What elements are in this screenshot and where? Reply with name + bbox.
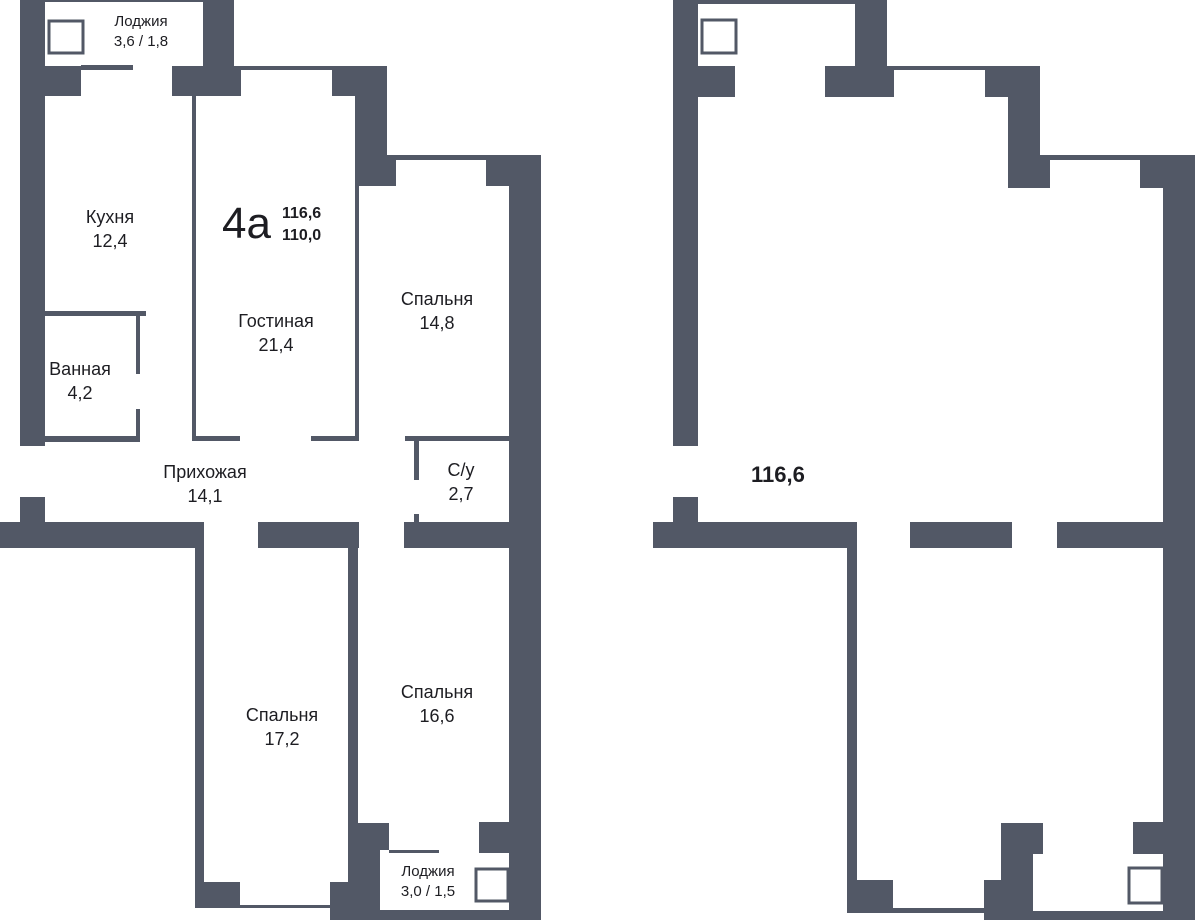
room-label-loggia-top: Лоджия 3,6 / 1,8 [114, 13, 168, 50]
walls [653, 0, 1195, 920]
window-icon [700, 18, 738, 55]
svg-text:4,2: 4,2 [67, 383, 92, 403]
room-label-hallway: Прихожая 14,1 [163, 462, 246, 506]
svg-text:Спальня: Спальня [246, 705, 318, 725]
svg-text:Прихожая: Прихожая [163, 462, 246, 482]
open-plan-total-area: 116,6 [751, 462, 805, 487]
room-label-toilet: С/у 2,7 [448, 460, 475, 504]
living-area: 110,0 [282, 227, 321, 244]
total-area: 116,6 [282, 205, 321, 222]
svg-text:16,6: 16,6 [419, 706, 454, 726]
svg-text:14,1: 14,1 [187, 486, 222, 506]
room-label-bedroom-2: Спальня 17,2 [246, 705, 318, 749]
svg-text:3,6 / 1,8: 3,6 / 1,8 [114, 33, 168, 50]
svg-text:Гостиная: Гостиная [238, 311, 314, 331]
svg-text:Ванная: Ванная [49, 359, 111, 379]
window-icon [1127, 866, 1164, 905]
svg-text:21,4: 21,4 [258, 335, 293, 355]
room-label-kitchen: Кухня 12,4 [86, 207, 134, 251]
svg-text:Лоджия: Лоджия [401, 863, 454, 880]
svg-text:Спальня: Спальня [401, 682, 473, 702]
svg-text:Спальня: Спальня [401, 289, 473, 309]
svg-text:12,4: 12,4 [92, 231, 127, 251]
svg-text:Лоджия: Лоджия [114, 13, 167, 30]
window-icon [474, 867, 510, 903]
svg-text:С/у: С/у [448, 460, 475, 480]
svg-text:3,0 / 1,5: 3,0 / 1,5 [401, 883, 455, 900]
apartment-type: 4а [222, 199, 271, 248]
svg-text:14,8: 14,8 [419, 313, 454, 333]
walls [0, 0, 541, 920]
furnished-plan: 4а 116,6 110,0 Лоджия 3,6 / 1,8 Кухня 12… [0, 0, 541, 920]
room-label-bedroom-3: Спальня 16,6 [401, 682, 473, 726]
window-icon [47, 19, 85, 55]
svg-text:Кухня: Кухня [86, 207, 134, 227]
svg-text:17,2: 17,2 [264, 729, 299, 749]
open-plan: 116,6 [653, 0, 1195, 920]
svg-text:2,7: 2,7 [448, 484, 473, 504]
room-label-bathroom: Ванная 4,2 [49, 359, 111, 403]
room-label-living-room: Гостиная 21,4 [238, 311, 314, 355]
room-label-loggia-bottom: Лоджия 3,0 / 1,5 [401, 863, 455, 900]
room-label-bedroom-1: Спальня 14,8 [401, 289, 473, 333]
